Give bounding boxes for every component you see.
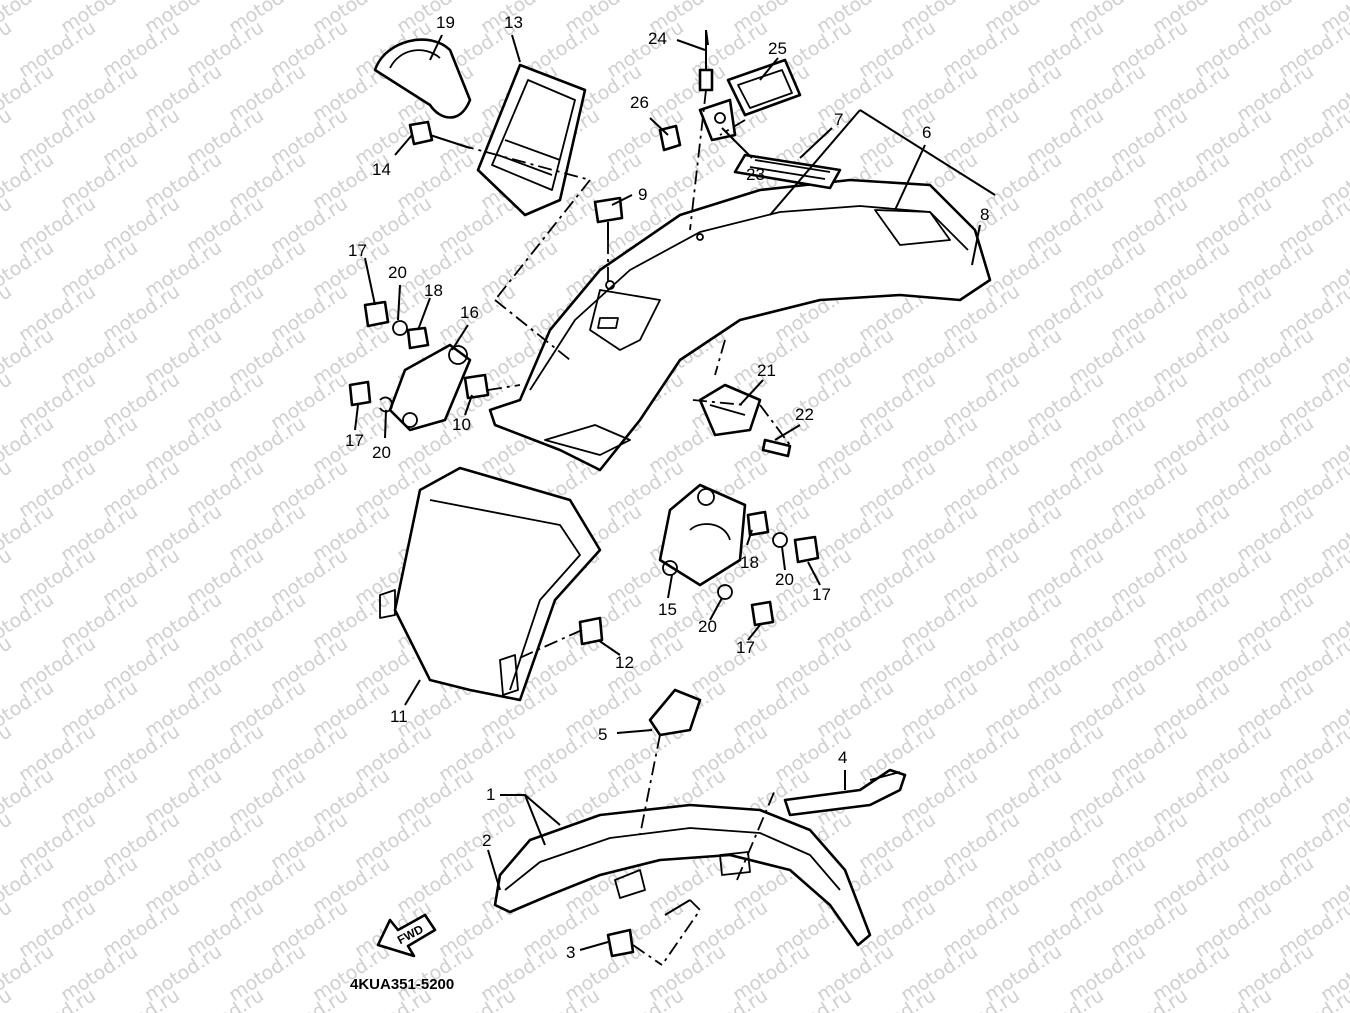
rear-fender <box>488 178 992 472</box>
watermark-text: motod.ru <box>0 720 16 786</box>
callout-19: 19 <box>436 13 455 32</box>
callout-22: 22 <box>795 405 814 424</box>
callout-20-c: 20 <box>775 570 794 589</box>
callout-7: 7 <box>834 110 843 129</box>
bracket-16 <box>388 343 472 432</box>
bolts-17-left <box>348 300 490 413</box>
callout-14: 14 <box>372 160 391 179</box>
callout-24: 24 <box>648 29 667 48</box>
callout-9: 9 <box>638 185 647 204</box>
callout-15: 15 <box>658 600 677 619</box>
tool-box-band <box>373 38 472 119</box>
callout-6: 6 <box>922 123 931 142</box>
callout-2: 2 <box>482 831 491 850</box>
callout-20-b: 20 <box>372 443 391 462</box>
bolts-17-right <box>717 510 820 627</box>
watermark-text: motod.ru <box>0 104 16 170</box>
watermark-text: motod.ru <box>0 544 16 610</box>
watermark-text: motod.ru <box>0 280 16 346</box>
callout-5: 5 <box>598 725 607 744</box>
bolt-3 <box>606 928 635 958</box>
reflector-bracket <box>658 30 737 152</box>
watermark-text: motod.ru <box>0 368 16 434</box>
bracket-21 <box>698 383 792 458</box>
callout-21: 21 <box>757 361 776 380</box>
callout-leaders <box>354 29 996 951</box>
bracket-15 <box>658 483 747 587</box>
callout-11: 11 <box>390 707 408 726</box>
front-fender <box>493 803 872 947</box>
callout-25: 25 <box>768 39 787 58</box>
bolt-12 <box>578 616 604 646</box>
bracket-4 <box>783 768 907 817</box>
cable-guide <box>648 688 702 737</box>
callout-17-d: 17 <box>736 638 755 657</box>
diagram-code: 4KUA351-5200 <box>350 976 454 993</box>
callout-26: 26 <box>630 93 649 112</box>
callout-3: 3 <box>566 943 575 962</box>
reflector <box>726 58 802 117</box>
callout-18-b: 18 <box>740 553 759 572</box>
callout-12: 12 <box>615 653 634 672</box>
callout-4: 4 <box>838 748 847 767</box>
watermark-text: motod.ru <box>0 632 16 698</box>
phantom-lines <box>459 89 791 966</box>
callout-18-a: 18 <box>424 281 443 300</box>
callout-17-a: 17 <box>348 241 367 260</box>
watermark-text: motod.ru <box>0 16 16 82</box>
watermark-text: motod.ru <box>0 808 16 874</box>
watermark-text: motod.ru <box>0 456 16 522</box>
emblem <box>733 153 842 190</box>
callout-10: 10 <box>452 415 471 434</box>
watermark-text: motod.ru <box>0 896 16 962</box>
callout-20-d: 20 <box>698 617 717 636</box>
callout-17-c: 17 <box>812 585 831 604</box>
tool-box <box>476 63 587 217</box>
callout-8: 8 <box>980 205 989 224</box>
callout-1: 1 <box>486 785 495 804</box>
callout-23: 23 <box>746 165 765 184</box>
callout-16: 16 <box>460 303 479 322</box>
callout-20-a: 20 <box>388 263 407 282</box>
inner-fender <box>379 466 602 702</box>
callout-13: 13 <box>504 13 523 32</box>
callout-17-b: 17 <box>345 431 364 450</box>
callout-labels: 19 13 24 25 26 7 6 23 14 9 8 17 20 18 16… <box>345 13 989 962</box>
watermark-text: motod.ru <box>0 192 16 258</box>
